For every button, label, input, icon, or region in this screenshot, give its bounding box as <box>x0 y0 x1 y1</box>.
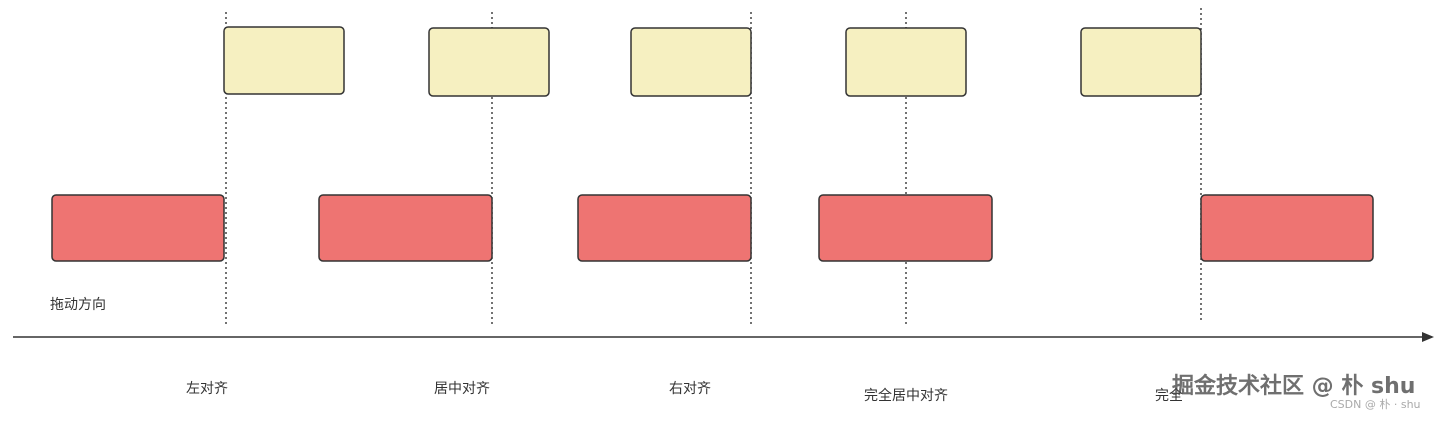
watermark-main: 掘金技术社区 @ 朴 shu <box>1172 374 1416 399</box>
label-center-align: 居中对齐 <box>434 381 490 397</box>
drag-box-left <box>223 26 345 95</box>
target-box-4 <box>818 194 993 262</box>
drag-box-full-center <box>845 27 967 97</box>
drag-box-right <box>630 27 752 97</box>
target-box-5 <box>1200 194 1374 262</box>
target-box-2 <box>318 194 493 262</box>
label-full-center-align: 完全居中对齐 <box>864 388 948 404</box>
label-left-align: 左对齐 <box>186 381 228 397</box>
drag-box-fifth <box>1080 27 1202 97</box>
watermark-small: CSDN @ 朴 · shu <box>1330 398 1421 411</box>
drag-box-center <box>428 27 550 97</box>
direction-label: 拖动方向 <box>50 297 106 313</box>
label-fifth-partial: 完全 <box>1155 388 1183 404</box>
target-box-3 <box>577 194 752 262</box>
target-box-1 <box>51 194 225 262</box>
label-right-align: 右对齐 <box>669 381 711 397</box>
